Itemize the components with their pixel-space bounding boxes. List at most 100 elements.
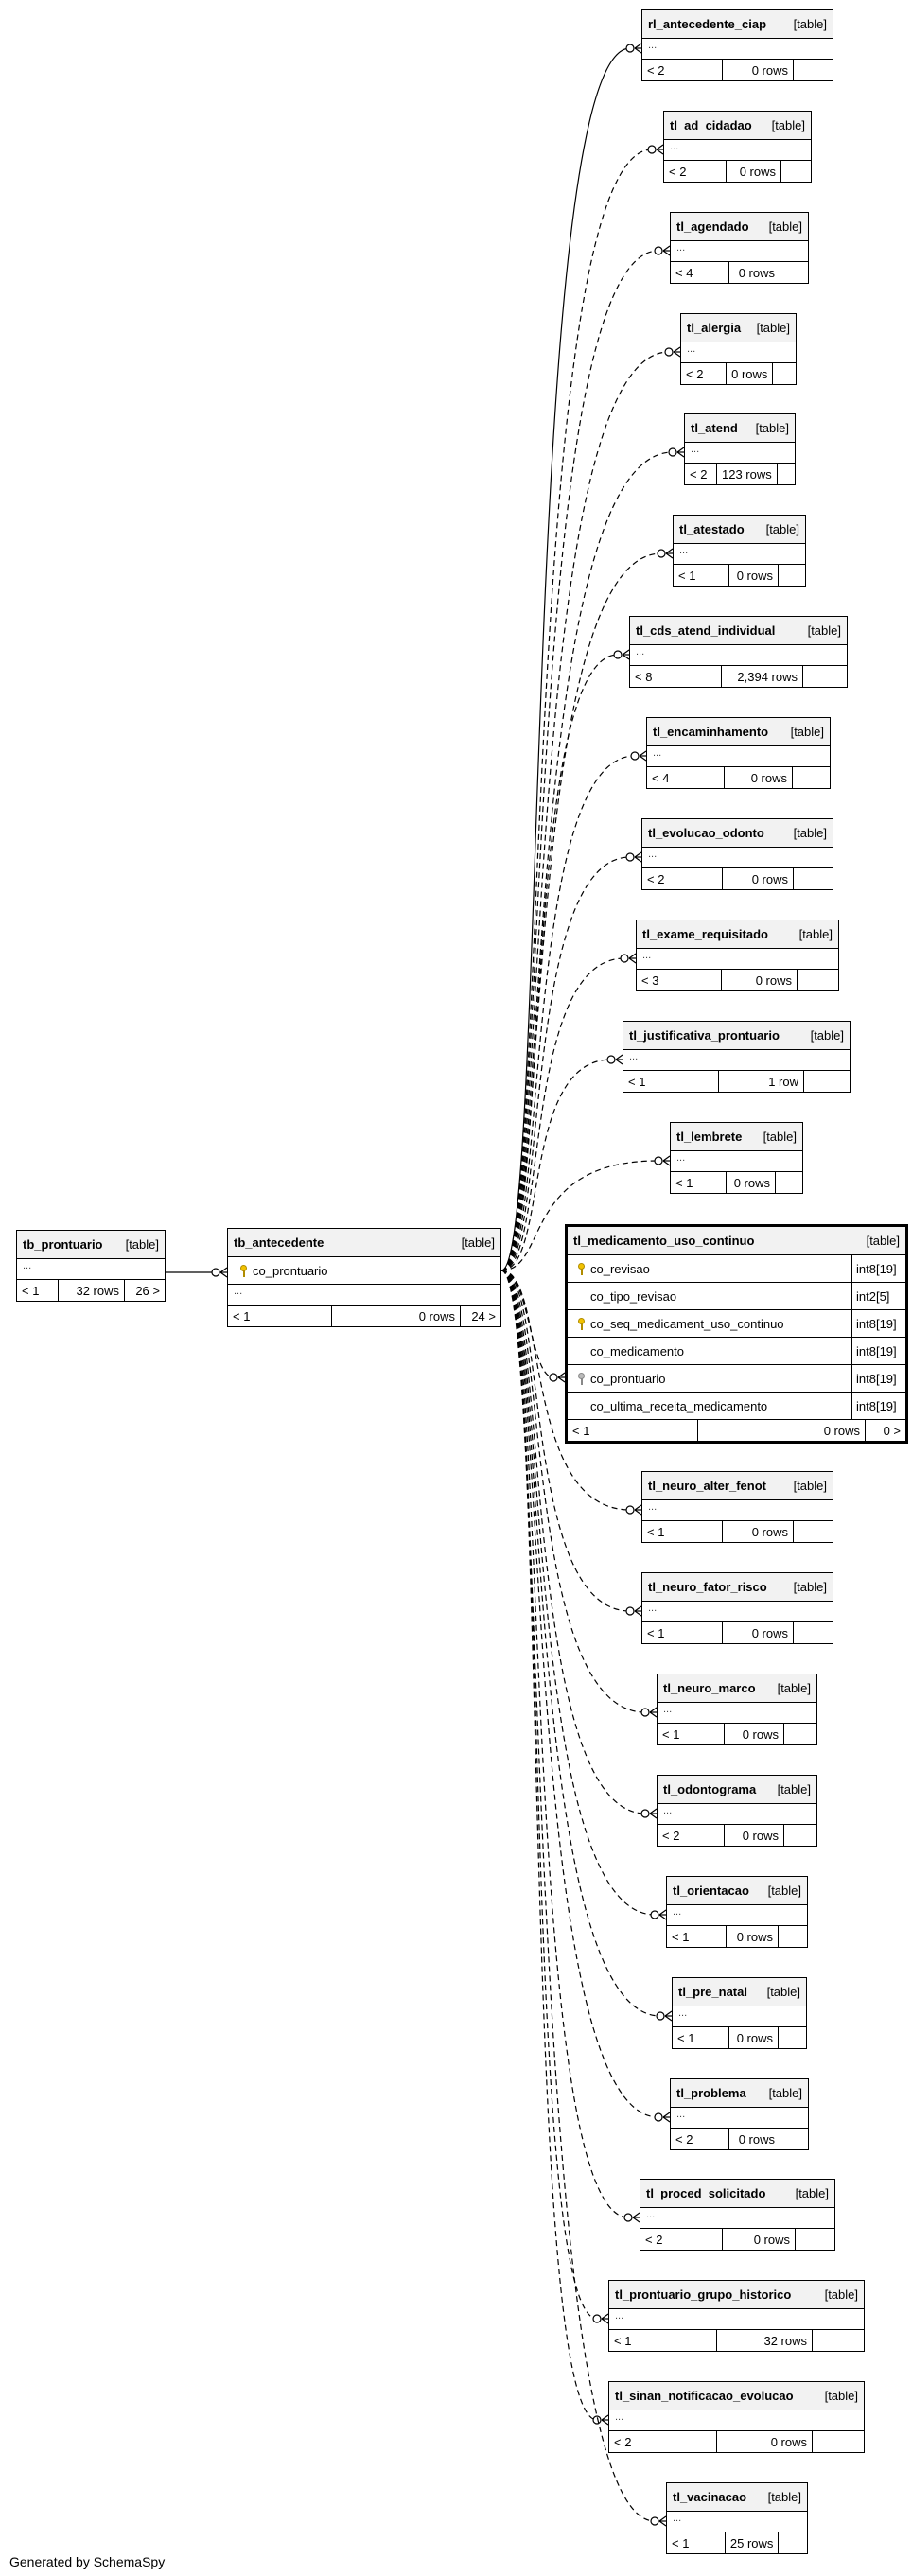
- table-type-tag: [table]: [793, 826, 827, 840]
- column-row: co_prontuario int8[19]: [568, 1365, 905, 1393]
- table-tl-sinan-notificacao-evolucao[interactable]: tl_sinan_notificacao_evolucao[table]...<…: [608, 2381, 865, 2453]
- column-name: co_medicamento: [590, 1343, 684, 1358]
- table-name: tl_neuro_alter_fenot: [648, 1479, 766, 1493]
- parents-count: < 1: [667, 2532, 726, 2553]
- crowfoot-rl-antecedente-ciap: [625, 43, 642, 54]
- edge-tl-exame-requisitado: [500, 957, 625, 1271]
- table-tl-justificativa-prontuario[interactable]: tl_justificativa_prontuario[table]...< 1…: [623, 1021, 851, 1093]
- table-header: tl_atend[table]: [685, 414, 795, 443]
- crowfoot-tl-atend: [668, 447, 685, 458]
- table-header: tl_proced_solicitado[table]: [640, 2180, 834, 2208]
- row-count: 0 rows: [332, 1306, 461, 1326]
- table-type-tag: [table]: [766, 1985, 800, 1999]
- parents-count: < 2: [664, 161, 727, 182]
- table-name: tl_medicamento_uso_continuo: [573, 1234, 755, 1248]
- columns-ellipsis: ...: [671, 1151, 802, 1172]
- table-header: tl_prontuario_grupo_historico[table]: [609, 2281, 864, 2309]
- columns-ellipsis: ...: [637, 949, 838, 970]
- children-count: [781, 161, 811, 182]
- parents-count: < 2: [658, 1825, 725, 1846]
- table-header: tl_ad_cidadao[table]: [664, 112, 811, 140]
- row-count: 0 rows: [727, 161, 781, 182]
- crowfoot-tl-neuro-fator-risco: [625, 1605, 642, 1617]
- table-name: tl_vacinacao: [673, 2490, 747, 2504]
- table-tl-medicamento-uso-continuo[interactable]: tl_medicamento_uso_continuo [table] co_r…: [565, 1224, 908, 1444]
- table-tb-prontuario[interactable]: tb_prontuario [table] ... < 1 32 rows 26…: [16, 1230, 166, 1302]
- edge-tl-odontograma: [500, 1270, 646, 1814]
- row-count: 0 rows: [722, 970, 798, 990]
- row-count: 0 rows: [729, 565, 779, 586]
- table-type-tag: [table]: [793, 1580, 827, 1594]
- table-type-tag: [table]: [790, 725, 824, 739]
- parents-count: < 1: [568, 1420, 698, 1441]
- primary-key-icon: [577, 1317, 585, 1330]
- table-type-tag: [table]: [807, 623, 841, 638]
- crowfoot-tl-sinan-notificacao-evolucao: [592, 2414, 609, 2426]
- children-count: [794, 868, 833, 889]
- table-name: rl_antecedente_ciap: [648, 17, 767, 31]
- foreign-key-icon: [577, 1372, 585, 1385]
- crowfoot-tl-lembrete: [654, 1155, 671, 1166]
- edge-tl-encaminhamento: [500, 755, 636, 1271]
- table-type-tag: [table]: [768, 2086, 802, 2100]
- table-header: tb_antecedente [table]: [228, 1229, 500, 1257]
- edge-tl-atestado: [500, 552, 662, 1271]
- columns-ellipsis: ...: [609, 2410, 864, 2431]
- column-name-cell: co_ultima_receita_medicamento: [568, 1393, 852, 1419]
- parents-count: < 2: [685, 464, 717, 484]
- table-header: tb_prontuario [table]: [17, 1231, 165, 1259]
- table-name: tl_atend: [691, 421, 738, 435]
- row-count: 0 rows: [725, 1724, 784, 1744]
- column-type: int8[19]: [856, 1371, 897, 1386]
- table-tl-prontuario-grupo-historico[interactable]: tl_prontuario_grupo_historico[table]...<…: [608, 2280, 865, 2352]
- column-name: co_revisao: [590, 1261, 650, 1276]
- table-footer: < 1 32 rows 26 >: [17, 1280, 165, 1301]
- children-count: [794, 1622, 833, 1643]
- parents-count: < 1: [674, 565, 729, 586]
- columns-ellipsis: ...: [640, 2208, 834, 2229]
- parents-count: < 2: [609, 2431, 717, 2452]
- column-name-cell: co_revisao: [568, 1255, 852, 1282]
- children-count: 0 >: [883, 1423, 901, 1438]
- table-tb-antecedente[interactable]: tb_antecedente [table] co_prontuario ...…: [227, 1228, 501, 1327]
- children-count: [780, 2129, 808, 2149]
- parents-count: < 1: [667, 1926, 727, 1947]
- edge-tl-ad-cidadao: [500, 149, 653, 1271]
- column-row: co_prontuario: [228, 1257, 500, 1285]
- crowfoot-tl-proced-solicitado: [623, 2212, 640, 2223]
- children-count: [796, 2229, 834, 2250]
- columns-ellipsis: ...: [609, 2309, 864, 2330]
- crowfoot-tl-cds-atend-individual: [613, 649, 630, 660]
- column-name-cell: co_prontuario: [568, 1365, 852, 1392]
- table-name: tl_neuro_marco: [663, 1681, 756, 1695]
- table-name: tl_proced_solicitado: [646, 2186, 766, 2200]
- table-type-tag: [table]: [771, 118, 805, 132]
